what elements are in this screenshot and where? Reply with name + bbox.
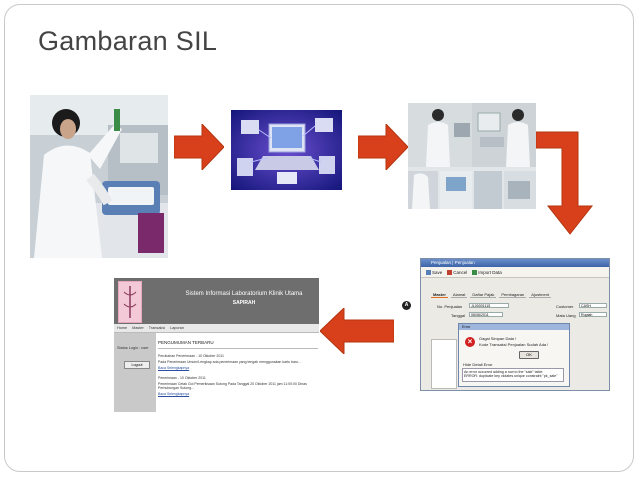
import-data-button[interactable]: Import Data [472,269,502,275]
divider [158,348,318,349]
mata-uang-label: Mata Uang [556,313,576,318]
login-status: Status Login : user [117,346,149,350]
customer-field[interactable]: CASH [579,303,607,308]
import-icon [472,269,478,275]
error-detail-line-2: ERROR: duplicate key violates unique con… [464,374,558,378]
site-logo [118,281,142,323]
window-toolbar: Save Cancel Import Data [421,267,609,278]
tab-pembagaran[interactable]: Pembagaran [499,292,527,298]
cancel-icon [447,269,453,275]
cancel-button[interactable]: Cancel [447,269,467,275]
error-detail-line-1: An error occurred adding a row to the "s… [464,370,543,374]
error-dialog: Error × Gagal Simpan Data ! Kode Transak… [458,323,570,387]
nav-transaksi[interactable]: Transaksi [148,326,166,330]
error-icon: × [465,337,475,347]
nav-master[interactable]: Master [132,326,144,330]
data-grid [431,339,457,389]
save-button[interactable]: Save [426,269,442,275]
nav-home[interactable]: Home [117,326,128,330]
tab-alamat[interactable]: Alamat [450,292,468,298]
error-detail-box: An error occurred adding a row to the "s… [462,368,564,382]
site-sidebar: Status Login : user Logout [114,333,156,412]
announcements-heading: PENGUMUMAN TERBARU [158,340,214,345]
announcement-text: Penerimaan Cetak Gol Pemeriksaan Sutong … [158,382,307,390]
computer-network-illustration [231,110,342,190]
tanggal-field[interactable]: 06/06/2011 [469,312,503,317]
site-subtitle: SAPIRAH [232,300,256,306]
window-titlebar: Penjualan | Penjualan [421,259,609,267]
tab-master[interactable]: Master [431,292,448,298]
flow-arrow-right-1 [174,124,224,170]
no-penjualan-label: No. Penjualan [437,304,463,309]
site-title: Sistem Informasi Laboratorium Klinik Uta… [185,291,303,297]
lab-technician-photo [30,95,168,258]
announcement-text: Pada Penerimaan Umum/Lengkap ada penerim… [158,360,302,364]
tab-ajustment[interactable]: Ajustment [529,292,552,298]
customer-label: Customer [556,304,574,309]
tab-daftar-pajak[interactable]: Daftar Pajak [470,292,497,298]
lab-website-screenshot: Sistem Informasi Laboratorium Klinik Uta… [114,278,319,412]
error-message-2: Kode Transaksi Penjualan Sudah Ada ! [479,342,549,347]
flow-arrow-left [320,308,394,354]
tanggal-label: Tanggal [451,313,466,318]
announcement-title: Perubahan Penerimaan - 10 Oktober 2011 [158,354,224,358]
error-dialog-title: Error [459,324,569,330]
slide-title: Gambaran SIL [38,26,218,56]
hide-detail-error-toggle[interactable]: Hide Detail Error [463,362,493,367]
annotation-marker: A [402,301,411,310]
ok-button[interactable]: OK [519,351,539,359]
site-nav: Home Master Transaksi Laporan [114,324,319,333]
site-header: Sistem Informasi Laboratorium Klinik Uta… [114,278,319,324]
save-icon [426,269,431,275]
logout-button[interactable]: Logout [124,361,150,369]
announcement-title: Penerimaan - 10 Oktober 2011 [158,376,206,380]
read-more-link[interactable]: Baca Selengkapnya [158,392,190,396]
sales-software-window: Penjualan | Penjualan Save Cancel Import… [402,258,610,391]
error-message-1: Gagal Simpan Data ! [479,336,517,341]
mata-uang-field[interactable]: Rupiah [579,312,607,317]
form-tabs: Master Alamat Daftar Pajak Pembagaran Aj… [431,292,552,298]
no-penjualan-field[interactable]: JL00001115 [469,303,509,308]
nav-laporan[interactable]: Laporan [170,326,185,330]
flow-arrow-right-2 [358,124,408,170]
lab-collage-photo [408,103,536,209]
read-more-link[interactable]: Baca Selengkapnya [158,366,190,370]
site-main: PENGUMUMAN TERBARU Perubahan Penerimaan … [158,333,318,402]
flow-arrow-elbow-down [536,131,594,235]
